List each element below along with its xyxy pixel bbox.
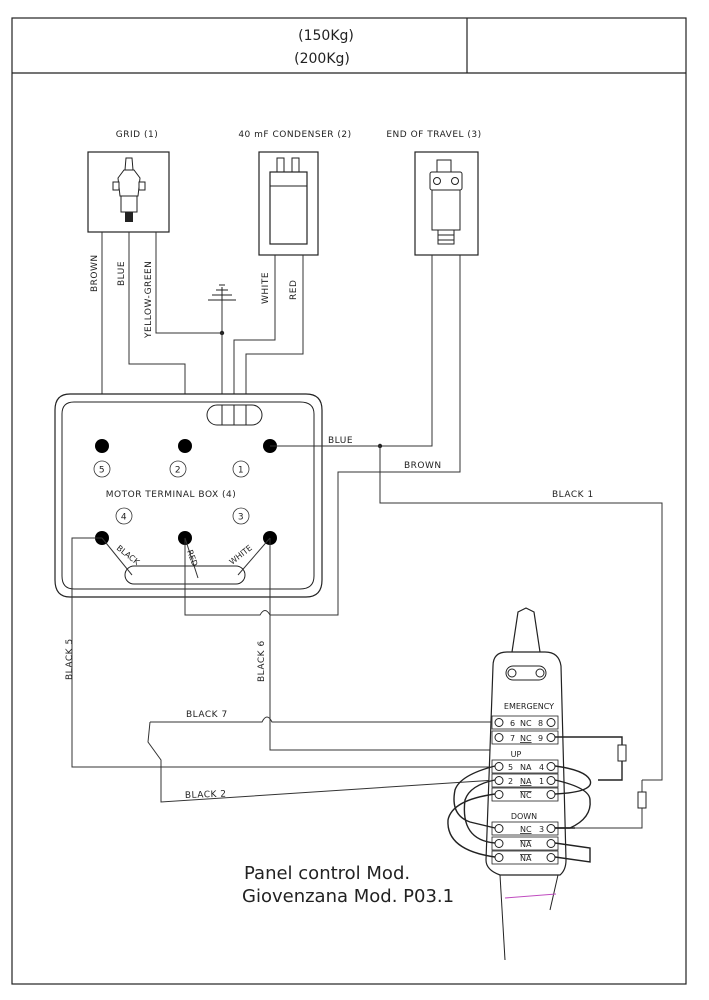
title-capacity-150: (150Kg) [298, 28, 354, 44]
grid-component [87, 151, 170, 233]
terminal-number-4: 4 [115, 507, 133, 525]
grid-label: GRID (1) [116, 130, 158, 140]
wire-label-black-6: BLACK 6 [257, 640, 267, 682]
contact-row-8: NA [491, 850, 559, 865]
svg-text:NC: NC [520, 734, 532, 743]
contact-row-1: 6 NC 8 [491, 715, 559, 730]
svg-text:4: 4 [539, 763, 544, 772]
contact-row-4: 2 NA 1 [491, 773, 559, 788]
internal-leads [101, 537, 271, 579]
caption-line-2: Giovenzana Mod. P03.1 [242, 886, 454, 907]
svg-text:3: 3 [238, 513, 244, 523]
title-capacity-200: (200Kg) [294, 51, 350, 67]
svg-text:6: 6 [510, 719, 515, 728]
svg-text:NC: NC [520, 825, 532, 834]
svg-text:NA: NA [520, 854, 532, 863]
wire-black-5 [71, 537, 496, 768]
terminal-number-5: 5 [93, 460, 111, 478]
svg-text:5: 5 [508, 763, 513, 772]
pendant-jumpers [447, 736, 662, 863]
svg-text:NC: NC [520, 791, 532, 800]
wire-label-blue-right: BLUE [328, 436, 353, 446]
contact-row-7: NA [491, 836, 559, 851]
caption-line-1: Panel control Mod. [244, 863, 410, 884]
terminal-dot-2 [178, 439, 192, 453]
svg-text:1: 1 [539, 777, 544, 786]
ground-icon [208, 284, 236, 301]
svg-text:NA: NA [520, 763, 532, 772]
wire-label-blue: BLUE [117, 261, 127, 286]
wire-label-yellow-green: YELLOW-GREEN [144, 261, 154, 339]
up-label: UP [511, 750, 522, 759]
wire-label-black-1: BLACK 1 [552, 490, 594, 500]
wire-label-black-7: BLACK 7 [186, 710, 228, 720]
svg-text:3: 3 [539, 825, 544, 834]
wire-label-brown-right: BROWN [404, 461, 442, 471]
svg-text:8: 8 [538, 719, 543, 728]
title-block: (150Kg) (200Kg) [12, 18, 686, 74]
terminal-number-1: 1 [232, 460, 250, 478]
condenser-label: 40 mF CONDENSER (2) [238, 130, 351, 140]
wire-label-white: WHITE [261, 272, 271, 304]
wire-black-6 [184, 471, 496, 751]
terminal-number-3: 3 [232, 507, 250, 525]
down-label: DOWN [511, 812, 537, 821]
svg-text:7: 7 [510, 734, 515, 743]
contact-row-3: 5 NA 4 [491, 759, 559, 774]
svg-text:NA: NA [520, 840, 532, 849]
svg-text:NA: NA [520, 777, 532, 786]
svg-text:2: 2 [175, 466, 181, 476]
terminal-number-2: 2 [169, 460, 187, 478]
wire-label-red: RED [289, 280, 299, 300]
svg-text:NC: NC [520, 719, 532, 728]
wire-black-7 [147, 716, 497, 803]
contact-row-2: 7 NC 9 [491, 730, 559, 745]
end-of-travel-component [414, 151, 479, 256]
svg-text:2: 2 [508, 777, 513, 786]
wire-label-brown: BROWN [90, 254, 100, 292]
wire-label-black-2: BLACK 2 [185, 790, 227, 801]
contact-row-6: NC 3 [491, 821, 559, 836]
end-of-travel-label: END OF TRAVEL (3) [386, 130, 481, 140]
motor-terminal-box-label: MOTOR TERMINAL BOX (4) [106, 490, 236, 500]
svg-text:5: 5 [99, 466, 105, 476]
emergency-label: EMERGENCY [504, 702, 554, 711]
svg-text:1: 1 [238, 466, 244, 476]
wire-label-black-5: BLACK 5 [65, 638, 75, 680]
terminal-dot-5 [95, 439, 109, 453]
svg-text:4: 4 [121, 513, 127, 523]
svg-text:9: 9 [538, 734, 543, 743]
contact-row-5: NC [491, 787, 559, 802]
condenser-component [258, 151, 319, 256]
sheet-border [11, 17, 687, 985]
